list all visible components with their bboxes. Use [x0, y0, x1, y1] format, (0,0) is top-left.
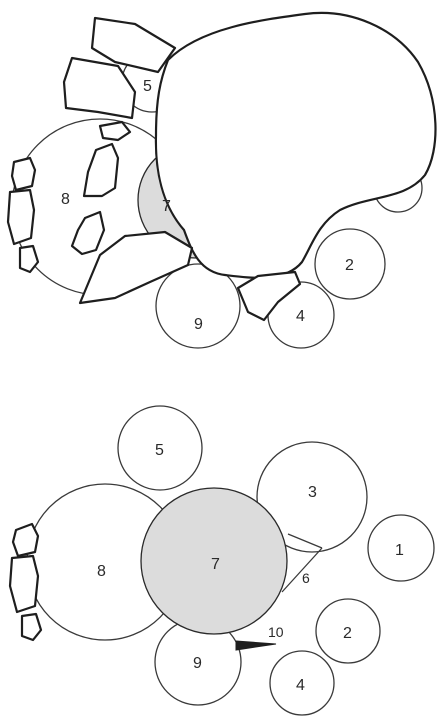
- bottom-circle-5: [117, 405, 203, 491]
- bottom-circle-1: [367, 514, 435, 582]
- top-edge-rock-1: [10, 156, 37, 192]
- top-edge-rock-2: [6, 188, 36, 246]
- top-panel: 5 8 7 9 2 4: [6, 11, 437, 349]
- bottom-circle-4: [269, 650, 335, 716]
- top-label-4: 4: [296, 308, 305, 325]
- bottom-line-6b: [281, 547, 323, 593]
- bottom-circle-3: [256, 441, 368, 553]
- top-circle-9: [155, 263, 241, 349]
- top-rock-left-upper: [62, 56, 137, 120]
- top-rock-small-1: [98, 120, 132, 142]
- bottom-line-6a: [287, 533, 323, 549]
- top-rock-bottom-mid: [236, 270, 302, 322]
- bottom-edge-rock-1: [11, 522, 40, 558]
- bottom-label-9: 9: [193, 655, 202, 672]
- bottom-label-5: 5: [155, 442, 164, 459]
- bottom-label-2: 2: [343, 625, 352, 642]
- top-edge-rock-3: [18, 244, 40, 274]
- bottom-label-8: 8: [97, 563, 106, 580]
- bottom-edge-rock-3: [20, 612, 43, 642]
- top-label-2: 2: [345, 257, 354, 274]
- top-rock-top: [90, 16, 177, 74]
- top-label-5: 5: [143, 78, 152, 95]
- bottom-circle-2: [315, 598, 381, 664]
- top-label-7: 7: [162, 198, 171, 215]
- top-large-rock: [154, 11, 437, 279]
- top-rock-small-3: [70, 210, 106, 256]
- bottom-label-1: 1: [395, 542, 404, 559]
- bottom-label-3: 3: [308, 484, 317, 501]
- bottom-panel: 5 3 8 7 1 6 2 10 9 4: [8, 405, 435, 716]
- top-rock-bottom-left: [78, 230, 194, 305]
- bottom-edge-rock-2: [8, 554, 40, 614]
- top-rock-small-2: [82, 142, 120, 198]
- top-label-8: 8: [61, 191, 70, 208]
- bottom-label-6: 6: [302, 570, 310, 586]
- bottom-wedge-10: [235, 640, 277, 651]
- bottom-circle-7: [140, 487, 288, 635]
- bottom-label-10: 10: [268, 624, 284, 640]
- bottom-label-4: 4: [296, 677, 305, 694]
- bottom-label-7: 7: [211, 556, 220, 573]
- top-label-9: 9: [194, 316, 203, 333]
- top-circle-2: [314, 228, 386, 300]
